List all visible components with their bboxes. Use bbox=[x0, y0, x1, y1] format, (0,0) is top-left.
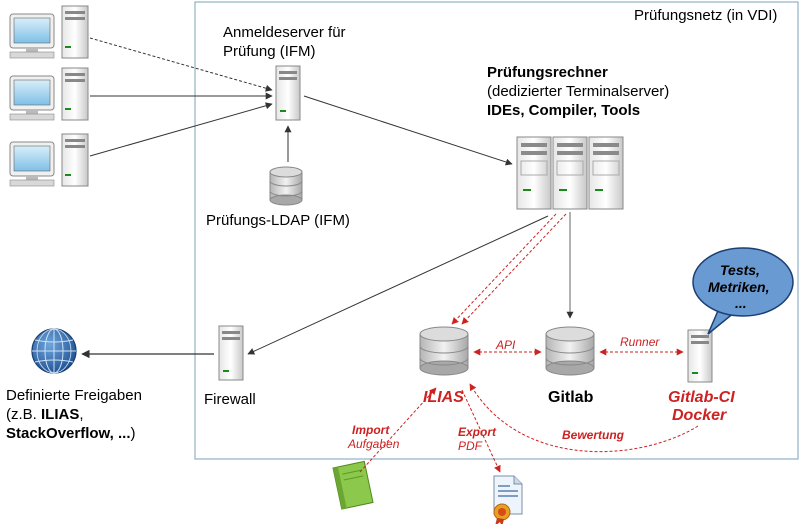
internet-globe-icon bbox=[31, 328, 77, 374]
external-label-2-bold: ILIAS bbox=[41, 406, 80, 423]
ilias-label: ILIAS bbox=[423, 389, 464, 406]
external-label-2: (z.B. ILIAS, bbox=[6, 406, 84, 424]
edge-label-api: API bbox=[496, 338, 516, 352]
edge-exam-firewall bbox=[247, 215, 549, 355]
firewall-server-icon bbox=[218, 325, 244, 381]
edge-label-export: Export bbox=[458, 425, 497, 439]
gitlab-ci-label-1: Gitlab-CI bbox=[668, 389, 735, 406]
client-pc-1 bbox=[9, 5, 89, 59]
edge-import bbox=[359, 387, 437, 473]
external-label-2-suffix: , bbox=[79, 406, 84, 423]
speech-bubble bbox=[692, 247, 794, 335]
ldap-database-icon bbox=[269, 166, 303, 206]
client-pc-3 bbox=[9, 133, 89, 187]
exam-pc-label-2: (dedizierter Terminalserver) bbox=[487, 83, 670, 100]
login-server-label-1: Anmeldeserver für bbox=[223, 24, 346, 41]
edge-login-exam bbox=[303, 95, 513, 166]
ldap-label: Prüfungs-LDAP (IFM) bbox=[206, 212, 350, 229]
edge-label-runner: Runner bbox=[620, 335, 660, 349]
edge-label-pdf: PDF bbox=[458, 439, 482, 453]
edge-label-import: Import bbox=[352, 423, 390, 437]
gitlab-ci-label-2: Docker bbox=[672, 407, 727, 424]
gitlab-database-icon bbox=[545, 326, 595, 376]
edge-exam-ilias-2 bbox=[461, 213, 567, 325]
certificate-icon bbox=[493, 475, 523, 524]
external-label-3-suffix: ) bbox=[130, 425, 136, 442]
gitlab-ci-server-icon bbox=[687, 329, 713, 383]
exam-pc-label-3: IDEs, Compiler, Tools bbox=[487, 102, 641, 119]
edge-label-aufgaben: Aufgaben bbox=[348, 437, 400, 451]
bubble-label-2: Metriken, bbox=[708, 279, 770, 295]
bubble-label-3: ... bbox=[735, 295, 747, 311]
external-label-2-prefix: (z.B. bbox=[6, 406, 42, 423]
external-label-1: Definierte Freigaben bbox=[6, 387, 142, 404]
edge-export bbox=[461, 389, 501, 473]
login-server-label-2: Prüfung (IFM) bbox=[223, 43, 316, 60]
external-label-3: StackOverflow, ...) bbox=[6, 425, 136, 443]
edge-bewertung bbox=[469, 383, 699, 453]
client-pc-2 bbox=[9, 67, 89, 121]
exam-computer-icon bbox=[516, 136, 624, 210]
edge-exam-ilias bbox=[451, 213, 557, 325]
edge-client3-login bbox=[89, 102, 273, 157]
gitlab-label: Gitlab bbox=[548, 389, 594, 406]
ilias-database-icon bbox=[419, 326, 469, 376]
edge-label-bewertung: Bewertung bbox=[562, 428, 625, 442]
external-label-3-bold: StackOverflow, ... bbox=[6, 425, 131, 442]
edge-client1-login bbox=[89, 37, 273, 92]
book-icon bbox=[332, 460, 374, 510]
exam-pc-label-1: Prüfungsrechner bbox=[487, 64, 608, 81]
bubble-label-1: Tests, bbox=[720, 262, 760, 278]
exam-network-boundary bbox=[194, 1, 799, 460]
firewall-label: Firewall bbox=[204, 391, 256, 408]
login-server-icon bbox=[275, 65, 301, 121]
exam-network-title: Prüfungsnetz (in VDI) bbox=[634, 7, 778, 24]
